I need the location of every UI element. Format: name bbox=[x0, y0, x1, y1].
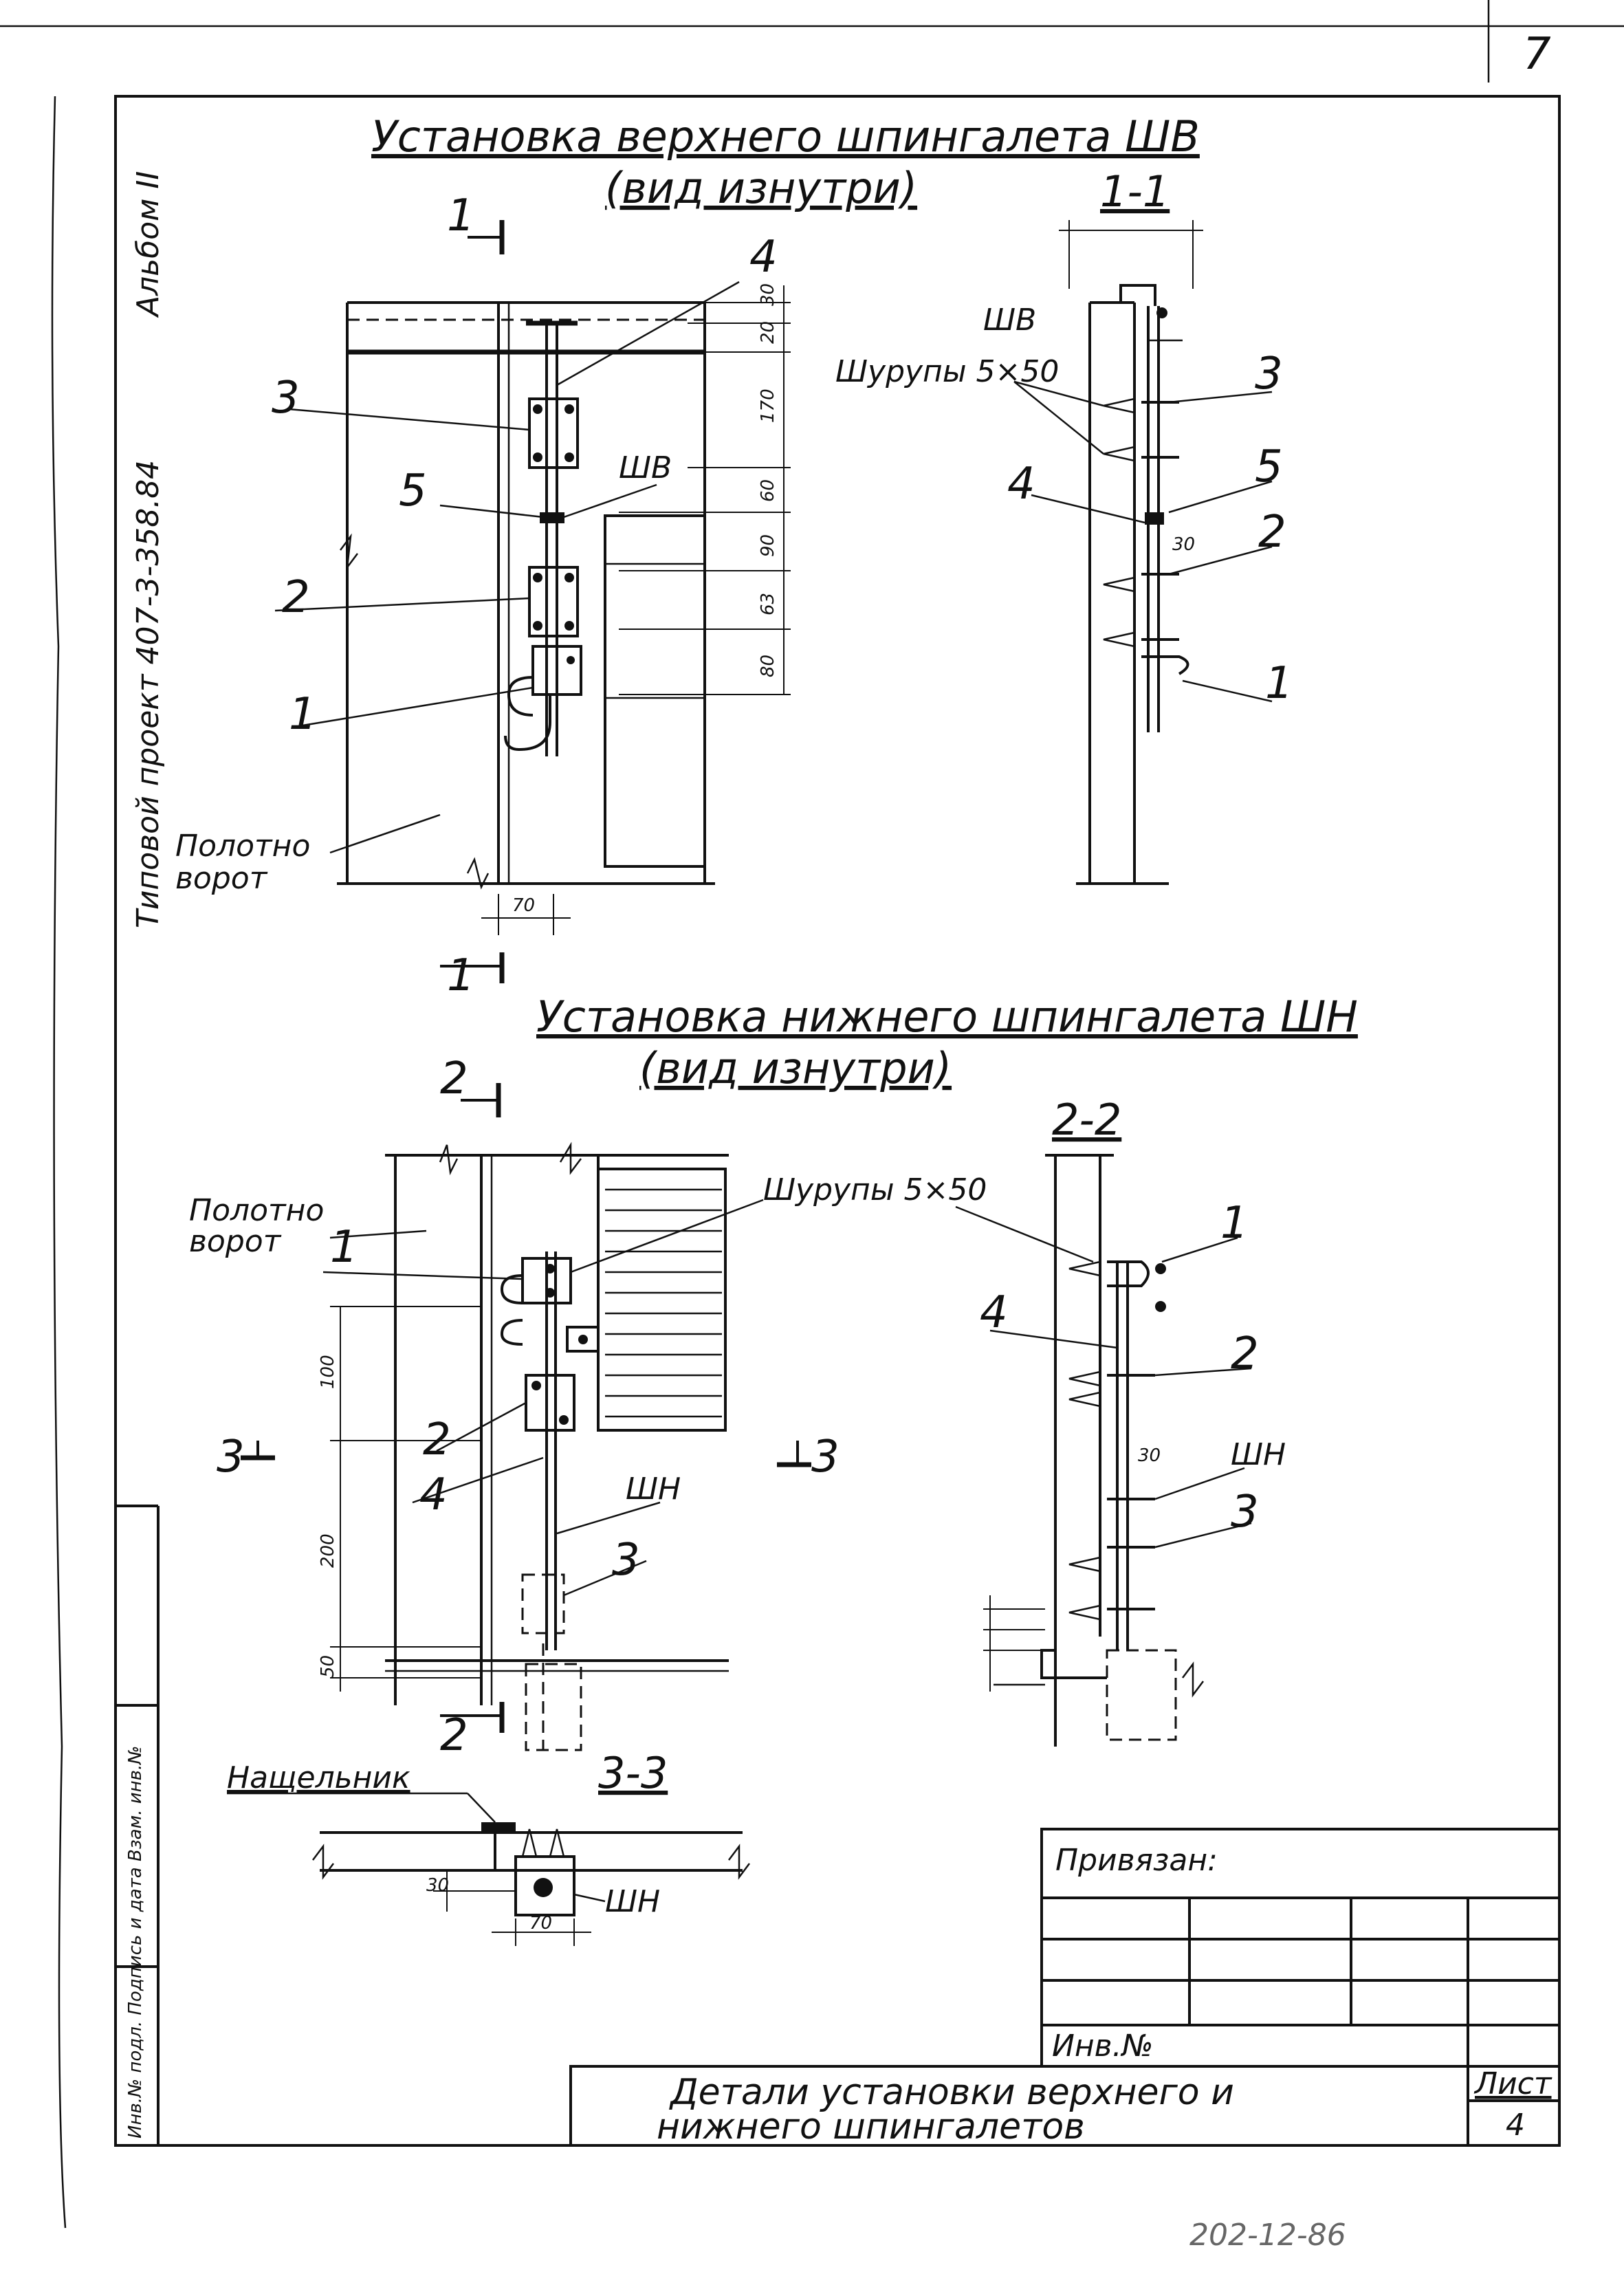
top-section-mark-1-top: 1 bbox=[447, 190, 475, 241]
top-callout-3: 3 bbox=[272, 373, 300, 424]
s22-dim-30: 30 bbox=[1138, 1445, 1161, 1466]
s11-dim-30: 30 bbox=[1172, 534, 1195, 555]
section-2-2-drawing bbox=[955, 1154, 1252, 1747]
top-dim-3: 60 bbox=[758, 479, 778, 502]
top-label-gate-line1: Полотно bbox=[175, 829, 310, 864]
bottom-label-gate-line2: ворот bbox=[189, 1224, 282, 1259]
top-section-mark-1-bottom: 1 bbox=[447, 950, 475, 1001]
top-label-gate-line2: ворот bbox=[175, 861, 268, 896]
title-block-title-line2: нижнего шпингалетов bbox=[657, 2106, 1085, 2147]
s33-dim-30: 30 bbox=[426, 1875, 449, 1896]
top-dim-2: 170 bbox=[758, 389, 778, 423]
bottom-label-gate-line1: Полотно bbox=[189, 1193, 324, 1228]
top-label-shv: ШВ bbox=[619, 450, 672, 485]
s11-callout-1: 1 bbox=[1265, 658, 1293, 709]
s33-label-shn: ШН bbox=[605, 1884, 660, 1919]
bottom-section-mark-2-top: 2 bbox=[440, 1053, 468, 1104]
title-block-privyazan: Привязан: bbox=[1055, 1843, 1218, 1878]
section-1-1-drawing bbox=[1013, 220, 1273, 885]
top-dim-5: 63 bbox=[758, 593, 778, 615]
title-block-list-label: Лист bbox=[1473, 2066, 1552, 2101]
bottom-callout-3: 3 bbox=[612, 1535, 640, 1586]
bottom-label-screws: Шурупы 5×50 bbox=[763, 1172, 987, 1207]
bottom-callout-4: 4 bbox=[419, 1469, 448, 1520]
section-2-2-title: 2-2 bbox=[1052, 1095, 1121, 1145]
s22-callout-2: 2 bbox=[1231, 1329, 1259, 1379]
side-stamp-text: Инв.№ подл. Подпись и дата Взам. инв.№ bbox=[125, 1746, 146, 2139]
s11-callout-5: 5 bbox=[1255, 441, 1283, 492]
section-3-3-title: 3-3 bbox=[598, 1748, 668, 1798]
s11-label-screws: Шурупы 5×50 bbox=[835, 354, 1059, 389]
s11-callout-4: 4 bbox=[1007, 459, 1035, 510]
s22-callout-3: 3 bbox=[1231, 1487, 1259, 1538]
top-dim-1: 20 bbox=[758, 321, 778, 344]
bottom-view-drawing: 2 bbox=[217, 1053, 840, 1761]
section-1-1-title: 1-1 bbox=[1100, 166, 1170, 217]
side-album-label: Альбом II bbox=[131, 171, 166, 318]
top-dim-0: 30 bbox=[758, 283, 778, 306]
bottom-view-title: Установка нижнего шпингалета ШН bbox=[536, 992, 1358, 1042]
main-frame bbox=[114, 95, 1561, 2147]
top-view-title: Установка верхнего шпингалета ШВ bbox=[371, 111, 1200, 162]
top-callout-2: 2 bbox=[282, 572, 310, 623]
section-3-3-drawing bbox=[227, 1792, 750, 1946]
top-dim-bottom: 70 bbox=[512, 895, 535, 916]
bottom-callout-1: 1 bbox=[330, 1222, 358, 1273]
bottom-section-mark-3-right: 3 bbox=[811, 1432, 840, 1483]
top-dim-6: 80 bbox=[758, 655, 778, 677]
bottom-dim-0: 100 bbox=[318, 1355, 338, 1389]
s11-callout-3: 3 bbox=[1255, 349, 1283, 400]
s22-callout-shn: ШН bbox=[1231, 1437, 1286, 1472]
title-block-list-value: 4 bbox=[1506, 2108, 1525, 2143]
title-block bbox=[569, 1828, 1561, 2147]
side-project-label: Типовой проект 407-3-358.84 bbox=[131, 460, 166, 928]
left-torn-edge bbox=[51, 96, 67, 2229]
bottom-dim-2: 50 bbox=[318, 1655, 338, 1678]
title-block-inv-no: Инв.№ bbox=[1052, 2029, 1153, 2064]
footer-code: 202-12-86 bbox=[1189, 2218, 1346, 2253]
bottom-section-mark-3-left: 3 bbox=[217, 1432, 245, 1483]
bottom-section-mark-2-bottom: 2 bbox=[440, 1710, 468, 1761]
s11-callout-2: 2 bbox=[1258, 507, 1286, 558]
top-view-subtitle: (вид изнутри) bbox=[605, 163, 917, 213]
s33-label-nasch: Нащельник bbox=[227, 1760, 410, 1795]
s22-callout-1: 1 bbox=[1220, 1198, 1249, 1249]
s11-label-shv: ШВ bbox=[983, 303, 1036, 338]
s33-dim-70: 70 bbox=[529, 1913, 552, 1934]
top-view-drawing: 1 bbox=[274, 190, 791, 1001]
top-callout-5: 5 bbox=[399, 466, 427, 516]
corner-number: 7 bbox=[1523, 29, 1551, 80]
top-callout-1: 1 bbox=[289, 689, 317, 740]
bottom-label-shn: ШН bbox=[626, 1472, 681, 1507]
title-block-title-line1: Детали установки верхнего и bbox=[669, 2072, 1234, 2113]
top-callout-4: 4 bbox=[749, 232, 778, 283]
top-dim-4: 90 bbox=[758, 534, 778, 557]
s22-callout-4: 4 bbox=[980, 1287, 1008, 1338]
side-stamp: Инв.№ подл. Подпись и дата Взам. инв.№ bbox=[114, 1505, 160, 2145]
bottom-dim-1: 200 bbox=[318, 1533, 338, 1568]
bottom-callout-2: 2 bbox=[423, 1414, 451, 1465]
bottom-view-subtitle: (вид изнутри) bbox=[639, 1043, 952, 1093]
